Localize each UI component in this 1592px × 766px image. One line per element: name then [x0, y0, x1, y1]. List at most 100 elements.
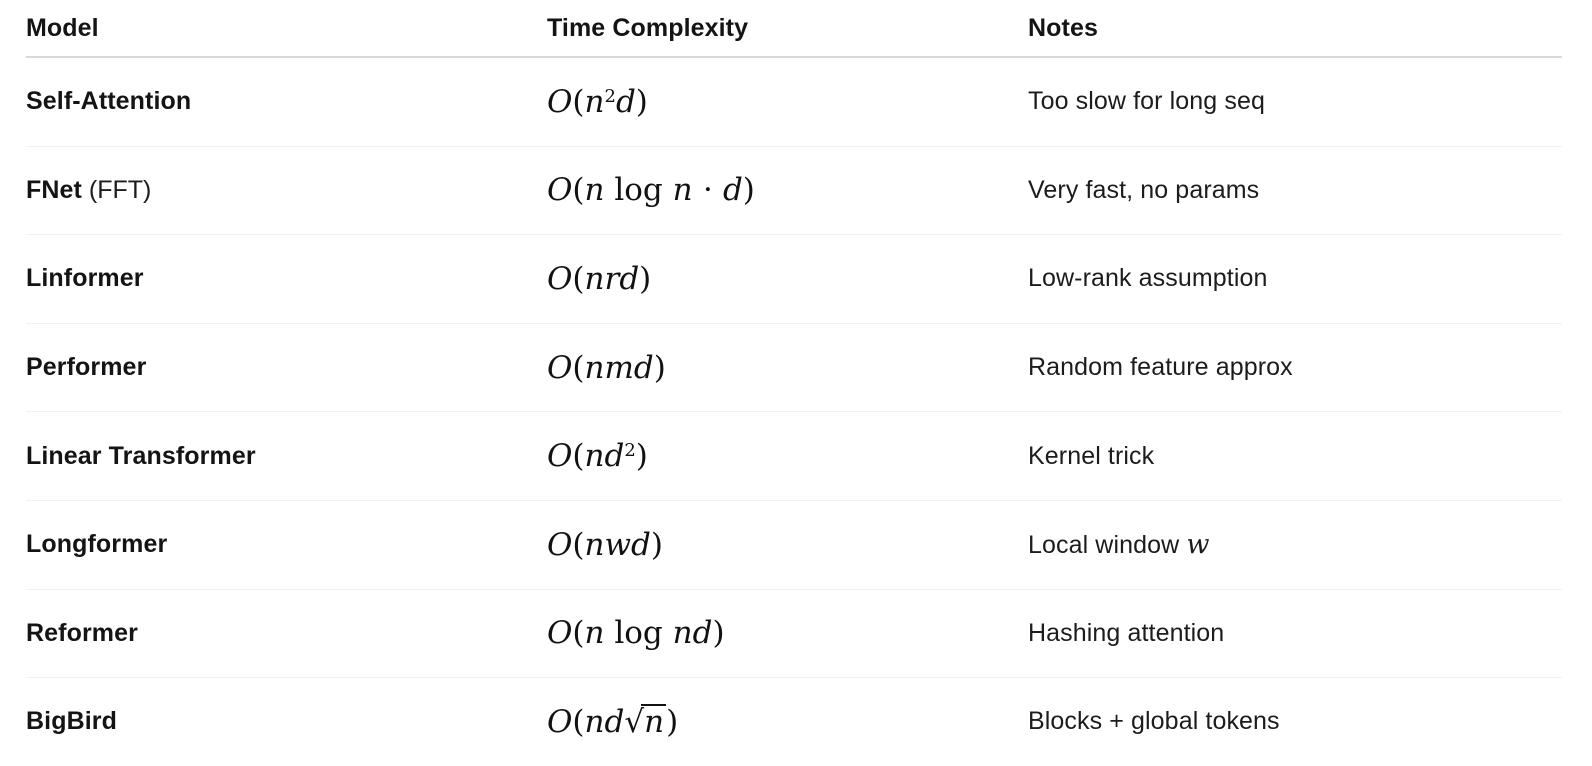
model-cell: Performer — [26, 353, 547, 382]
text-segment: n — [672, 172, 693, 209]
text-segment: Very fast, no params — [1028, 175, 1260, 204]
table-row: Linear Transformer O(nd2) Kernel trick — [26, 412, 1562, 501]
model-name: Linear Transformer — [26, 441, 256, 470]
text-segment: log — [604, 172, 673, 209]
text-segment: √ — [624, 703, 645, 740]
model-name: Linformer — [26, 264, 144, 293]
text-segment: ( — [572, 260, 585, 297]
complexity-formula: O(nd2) — [547, 438, 648, 474]
text-segment: Too slow for long seq — [1028, 87, 1265, 116]
text-segment: O — [547, 703, 573, 740]
model-cell: Linformer — [26, 264, 547, 293]
complexity-formula: O(nd√n) — [547, 703, 679, 740]
note-cell: Hashing attention — [1028, 619, 1562, 648]
text-segment: ( — [572, 172, 585, 209]
table-row: FNet (FFT)O(n log n ⋅ d)Very fast, no pa… — [26, 147, 1562, 236]
model-cell: Linear Transformer — [26, 442, 547, 471]
note-cell: Very fast, no params — [1028, 176, 1562, 205]
complexity-formula: O(n2d) — [547, 84, 648, 120]
table-row: Performer O(nmd) Random feature approx — [26, 324, 1562, 413]
text-segment: ) — [653, 349, 666, 386]
text-segment: d — [615, 83, 636, 120]
text-segment: Random feature approx — [1028, 353, 1293, 382]
text-segment: ( — [572, 615, 585, 652]
text-segment: O — [547, 438, 573, 475]
note-cell: Low-rank assumption — [1028, 264, 1562, 293]
text-segment: O — [547, 526, 573, 563]
text-segment: Local window — [1028, 531, 1187, 560]
model-name: BigBird — [26, 707, 117, 736]
text-segment: d — [722, 172, 743, 209]
complexity-cell: O(n log n ⋅ d) — [547, 172, 1028, 208]
text-segment: n — [584, 172, 605, 209]
complexity-cell: O(n log nd) — [547, 615, 1028, 651]
text-segment: Hashing attention — [1028, 618, 1225, 647]
complexity-table: Model Time Complexity Notes Self-Attenti… — [26, 0, 1562, 766]
text-segment: ) — [650, 526, 663, 563]
text-segment: n — [584, 615, 605, 652]
model-cell: Reformer — [26, 619, 547, 648]
text-segment: O — [547, 260, 573, 297]
text-segment: ⋅ — [692, 172, 723, 209]
complexity-cell: O(nd√n) — [547, 703, 1028, 740]
text-segment: ) — [712, 615, 725, 652]
table-header-row: Model Time Complexity Notes — [26, 0, 1562, 58]
complexity-cell: O(nd2) — [547, 438, 1028, 474]
text-segment: O — [547, 349, 573, 386]
text-segment: ( — [572, 349, 585, 386]
text-segment: O — [547, 615, 573, 652]
complexity-formula: O(nrd) — [547, 261, 651, 297]
text-segment: ) — [666, 703, 679, 740]
complexity-formula: O(nmd) — [547, 350, 666, 386]
text-segment: nmd — [584, 349, 654, 386]
column-header-time-complexity: Time Complexity — [547, 13, 749, 42]
math-symbol: w — [1186, 529, 1210, 561]
complexity-formula: O(n log n ⋅ d) — [547, 172, 755, 208]
model-name: Self-Attention — [26, 87, 192, 116]
text-segment: ( — [572, 703, 585, 740]
superscript: 2 — [604, 85, 616, 107]
note-cell: Blocks + global tokens — [1028, 707, 1562, 736]
note-cell: Random feature approx — [1028, 353, 1562, 382]
text-segment: ) — [639, 260, 652, 297]
text-segment: Blocks + global tokens — [1028, 707, 1280, 736]
text-segment: log — [604, 615, 673, 652]
text-segment: nrd — [584, 260, 640, 297]
text-segment: O — [547, 83, 573, 120]
model-name: FNet — [26, 175, 82, 204]
model-cell: BigBird — [26, 707, 547, 736]
note-cell: Too slow for long seq — [1028, 87, 1562, 116]
radicand: n — [641, 703, 667, 738]
complexity-cell: O(nwd) — [547, 527, 1028, 563]
text-segment: nwd — [584, 526, 651, 563]
text-segment: nd — [584, 438, 625, 475]
table-row: Linformer O(nrd) Low-rank assumption — [26, 235, 1562, 324]
text-segment: ( — [572, 526, 585, 563]
complexity-cell: O(nmd) — [547, 350, 1028, 386]
text-segment: n — [584, 83, 605, 120]
model-name: Reformer — [26, 618, 138, 647]
table-row: Self-Attention O(n2d) Too slow for long se… — [26, 58, 1562, 147]
text-segment: O — [547, 172, 573, 209]
model-name: Longformer — [26, 530, 168, 559]
model-cell: Longformer — [26, 530, 547, 559]
text-segment: nd — [672, 615, 713, 652]
text-segment: Low-rank assumption — [1028, 264, 1268, 293]
text-segment: ( — [572, 438, 585, 475]
complexity-cell: O(nrd) — [547, 261, 1028, 297]
column-header-notes: Notes — [1028, 13, 1098, 42]
note-cell: Local window w — [1028, 529, 1562, 560]
model-name: Performer — [26, 353, 147, 382]
text-segment: ) — [635, 438, 648, 475]
note-cell: Kernel trick — [1028, 442, 1562, 471]
text-segment: ( — [572, 83, 585, 120]
model-suffix: (FFT) — [81, 175, 152, 204]
model-cell: FNet (FFT) — [26, 176, 547, 205]
text-segment: ) — [635, 83, 648, 120]
column-header-model: Model — [26, 13, 99, 42]
text-segment: ) — [742, 172, 755, 209]
